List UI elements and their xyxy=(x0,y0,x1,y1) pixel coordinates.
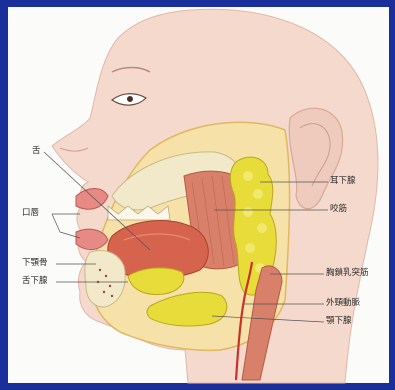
pupil xyxy=(127,96,133,102)
label-masseter: 咬筋 xyxy=(330,204,347,214)
label-sublingual-gland: 舌下腺 xyxy=(22,276,48,286)
label-tongue: 舌 xyxy=(32,146,41,156)
label-external-carotid: 外頸動脈 xyxy=(326,298,360,308)
label-lips: 口唇 xyxy=(22,208,39,218)
label-sternocleidomastoid: 胸鎖乳突筋 xyxy=(326,268,369,278)
label-mandible: 下顎骨 xyxy=(22,258,48,268)
label-submandibular-gland: 顎下腺 xyxy=(326,316,352,326)
label-parotid-gland: 耳下腺 xyxy=(330,176,356,186)
